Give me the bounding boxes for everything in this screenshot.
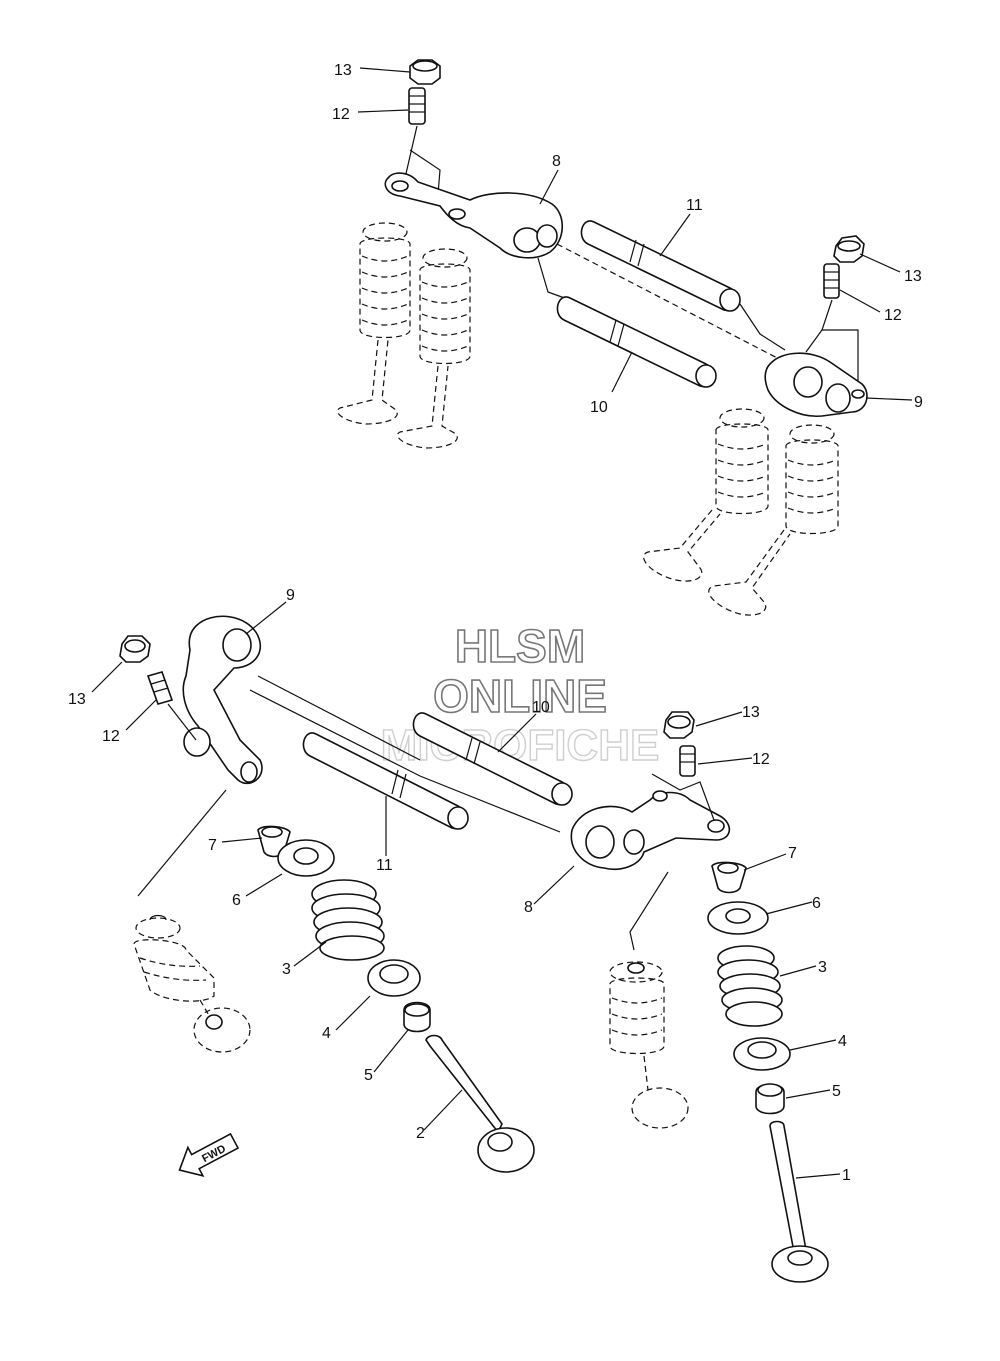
part-valve-spring-set-top-3 (643, 408, 769, 582)
callout-9-top: 9 (914, 394, 923, 411)
callout-13-top-left: 13 (334, 62, 352, 79)
callout-7-left: 7 (208, 837, 217, 854)
part-adjuster-top-right (823, 263, 840, 299)
callout-5-left: 5 (364, 1067, 373, 1084)
part-exhaust-valve-2 (425, 1034, 535, 1173)
part-stem-seal-5-right (755, 1083, 785, 1115)
part-nut-lower-left (119, 635, 151, 663)
top-assembly (336, 59, 868, 616)
part-adjuster-lower-right (679, 745, 696, 777)
leader-lines (91, 67, 913, 1179)
callout-2: 2 (416, 1125, 425, 1142)
part-retainer-6-left (277, 839, 335, 877)
fwd-label: FWD (200, 1143, 228, 1165)
callout-7-right: 7 (788, 845, 797, 862)
part-spring-seat-4-right (733, 1037, 791, 1071)
part-spring-3-left (311, 879, 385, 961)
callout-11-top: 11 (686, 197, 703, 214)
part-valve-spring-set-lower-left (133, 789, 251, 1053)
callout-13-lower-right: 13 (742, 704, 760, 721)
callout-8-top: 8 (552, 153, 561, 170)
callout-10-top: 10 (590, 399, 608, 416)
watermark: HLSM ONLINE MICROFICHE (380, 619, 660, 771)
part-nut-top-left (409, 59, 441, 85)
callout-8-lower: 8 (524, 899, 533, 916)
watermark-line-2: ONLINE (433, 670, 607, 722)
callout-5-right: 5 (832, 1083, 841, 1100)
callout-10-lower: 10 (532, 699, 550, 716)
fwd-arrow-icon: FWD (178, 1132, 240, 1177)
part-rocker-arm-8-lower (570, 790, 731, 870)
part-spring-3-right (717, 945, 783, 1027)
lower-assembly: FWD (119, 615, 829, 1283)
part-valve-spring-set-top-1 (336, 222, 411, 425)
part-valve-spring-set-lower-right (609, 871, 689, 1129)
part-shaft-10-top (556, 296, 717, 388)
callout-4-left: 4 (322, 1025, 331, 1042)
part-rocker-arm-top (384, 172, 564, 259)
part-rocker-arm-9-top (764, 352, 868, 417)
part-stem-seal-5-left (403, 1001, 431, 1033)
callout-3-left: 3 (282, 961, 291, 978)
part-shaft-11-lower (302, 732, 469, 830)
callout-1: 1 (842, 1167, 851, 1184)
callout-12-top-left: 12 (332, 106, 350, 123)
callout-12-lower-right: 12 (752, 751, 770, 768)
part-nut-lower-right (663, 711, 695, 739)
part-intake-valve-1 (769, 1120, 829, 1283)
callout-13-top-right: 13 (904, 268, 922, 285)
callout-6-left: 6 (232, 892, 241, 909)
watermark-line-1: HLSM (455, 620, 585, 672)
part-adjuster-top-left (408, 87, 426, 125)
part-cotter-7-right (711, 861, 747, 894)
part-shaft-11-top (580, 220, 786, 351)
callout-4-right: 4 (838, 1033, 847, 1050)
part-nut-top-right (833, 235, 865, 263)
part-valve-spring-set-top-2 (396, 248, 471, 449)
part-adjuster-lower-left (146, 671, 174, 705)
part-rocker-arm-9-lower (182, 615, 263, 785)
callout-13-lower-left: 13 (68, 691, 86, 708)
callout-labels: 13 12 8 11 10 13 12 9 9 13 12 10 11 13 1… (68, 62, 923, 1184)
callout-11-lower: 11 (376, 857, 393, 874)
part-shaft-10-lower (412, 712, 573, 806)
callout-9-lower: 9 (286, 587, 295, 604)
callout-3-right: 3 (818, 959, 827, 976)
part-spring-seat-4-left (367, 959, 421, 997)
callout-12-top-right: 12 (884, 307, 902, 324)
callout-12-lower-left: 12 (102, 728, 120, 745)
part-retainer-6-right (707, 901, 769, 935)
part-valve-spring-set-top-4 (708, 424, 839, 616)
callout-6-right: 6 (812, 895, 821, 912)
